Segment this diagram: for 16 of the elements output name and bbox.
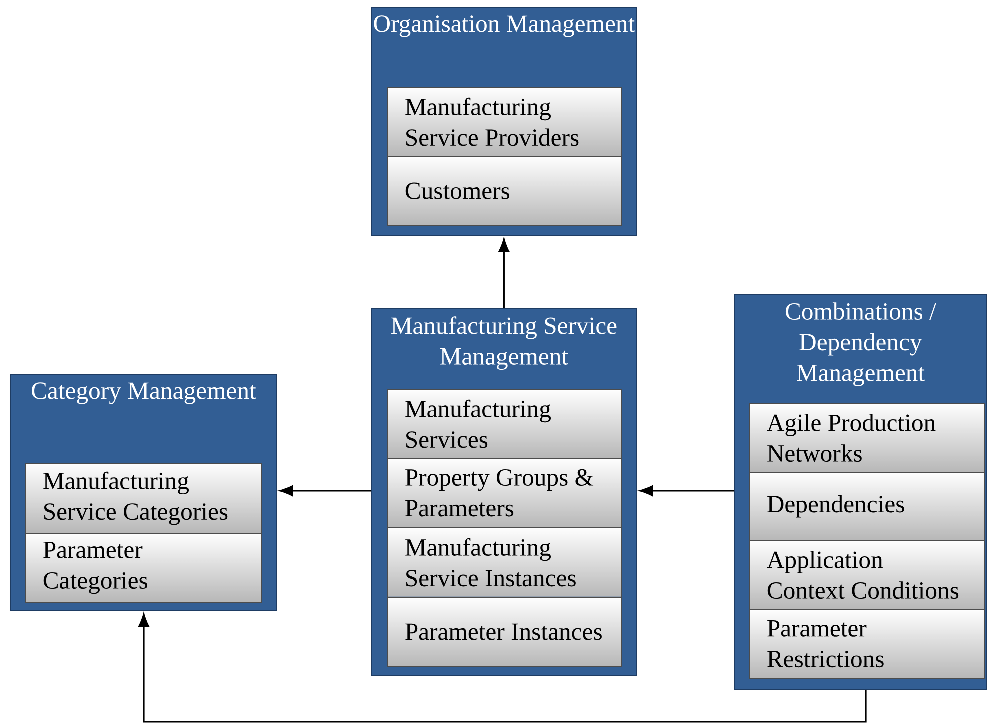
arrow <box>138 614 867 723</box>
item-box: Property Groups & Parameters <box>387 458 622 528</box>
item-box: Agile Production Networks <box>749 403 986 474</box>
arrow <box>640 486 734 496</box>
item-box: Parameter Restrictions <box>749 609 986 680</box>
item-box: Parameter Instances <box>387 597 622 668</box>
item-box: Application Context Conditions <box>749 540 986 610</box>
arrow <box>280 486 371 496</box>
item-box: Manufacturing Service Instances <box>387 527 622 598</box>
item-box: Dependencies <box>749 472 986 542</box>
item-box: Customers <box>387 156 622 226</box>
item-box: Manufacturing Service Providers <box>387 87 622 158</box>
item-box: Manufacturing Services <box>387 389 622 460</box>
item-box: Parameter Categories <box>25 533 262 604</box>
arrow <box>498 238 510 308</box>
item-box: Manufacturing Service Categories <box>25 463 262 534</box>
